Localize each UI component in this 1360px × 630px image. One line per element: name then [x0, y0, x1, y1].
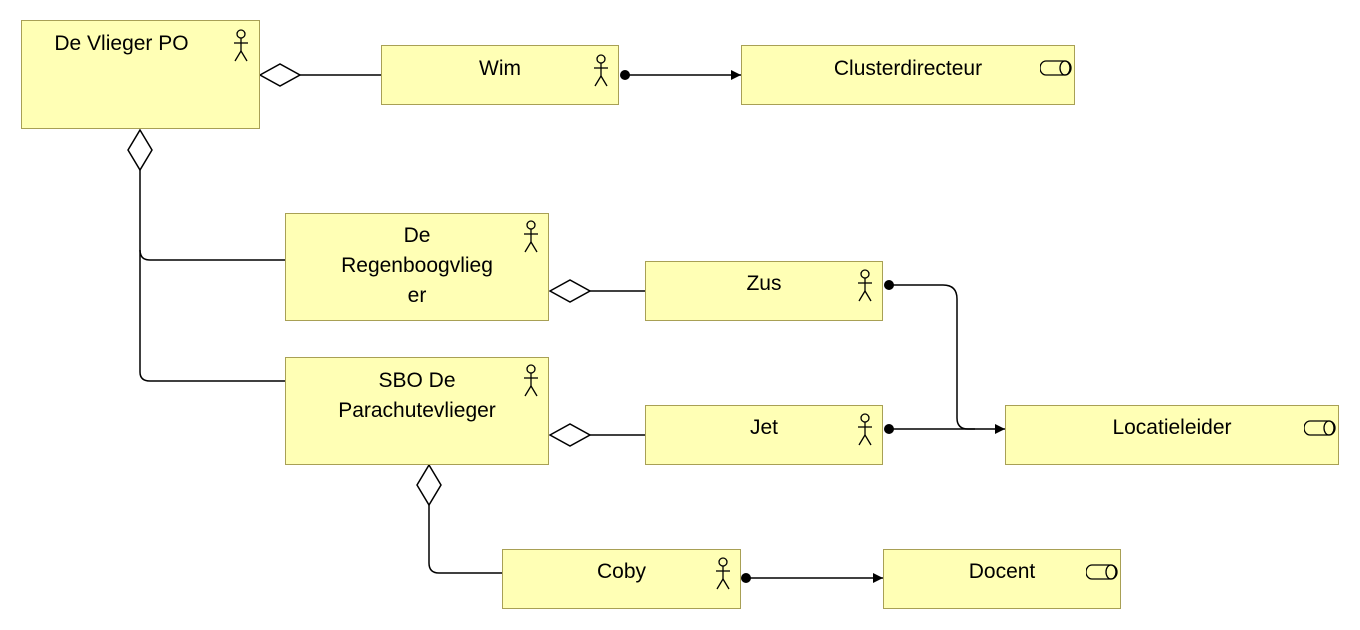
node-label: SBO De Parachutevlieger — [338, 369, 496, 422]
aggregation-parachute-coby[interactable] — [416, 463, 502, 574]
actor-icon — [234, 29, 248, 62]
actor-icon — [524, 364, 538, 397]
node-coby[interactable]: Coby — [502, 549, 741, 609]
actor-icon — [858, 413, 872, 446]
node-label: De Regenboogvlieg er — [341, 224, 493, 307]
assignment-zus-locatieleider[interactable] — [884, 280, 975, 430]
node-docent[interactable]: Docent — [883, 549, 1121, 609]
node-jet[interactable]: Jet — [645, 405, 883, 465]
node-de-vlieger-po[interactable]: De Vlieger PO — [21, 20, 260, 129]
actor-icon — [716, 557, 730, 590]
role-icon — [1304, 420, 1336, 436]
role-icon — [1040, 60, 1072, 76]
node-label: Zus — [746, 272, 782, 295]
assignment-coby-docent[interactable] — [741, 573, 883, 583]
assignment-jet-locatieleider[interactable] — [884, 424, 1005, 434]
assignment-wim-clusterdirecteur[interactable] — [620, 70, 741, 80]
aggregation-vliegerpo-schools[interactable] — [127, 128, 285, 382]
node-label: Locatieleider — [1112, 416, 1232, 439]
node-label: De Vlieger PO — [54, 32, 189, 55]
node-zus[interactable]: Zus — [645, 261, 883, 321]
role-icon — [1086, 564, 1118, 580]
node-label: Docent — [968, 560, 1036, 583]
node-clusterdirecteur[interactable]: Clusterdirecteur — [741, 45, 1075, 105]
node-wim[interactable]: Wim — [381, 45, 619, 105]
node-label: Clusterdirecteur — [833, 57, 983, 80]
node-locatieleider[interactable]: Locatieleider — [1005, 405, 1339, 465]
actor-icon — [858, 269, 872, 302]
aggregation-parachute-jet[interactable] — [548, 423, 645, 447]
node-label: Coby — [596, 560, 647, 583]
node-label: Wim — [479, 57, 521, 80]
actor-icon — [524, 220, 538, 253]
aggregation-vliegerpo-wim[interactable] — [258, 63, 381, 87]
node-sbo-de-parachutevlieger[interactable]: SBO De Parachutevlieger — [285, 357, 549, 465]
actor-icon — [594, 54, 608, 87]
aggregation-regenboog-zus[interactable] — [548, 279, 645, 303]
node-label: Jet — [749, 416, 778, 439]
node-de-regenboogvlieger[interactable]: De Regenboogvlieg er — [285, 213, 549, 321]
